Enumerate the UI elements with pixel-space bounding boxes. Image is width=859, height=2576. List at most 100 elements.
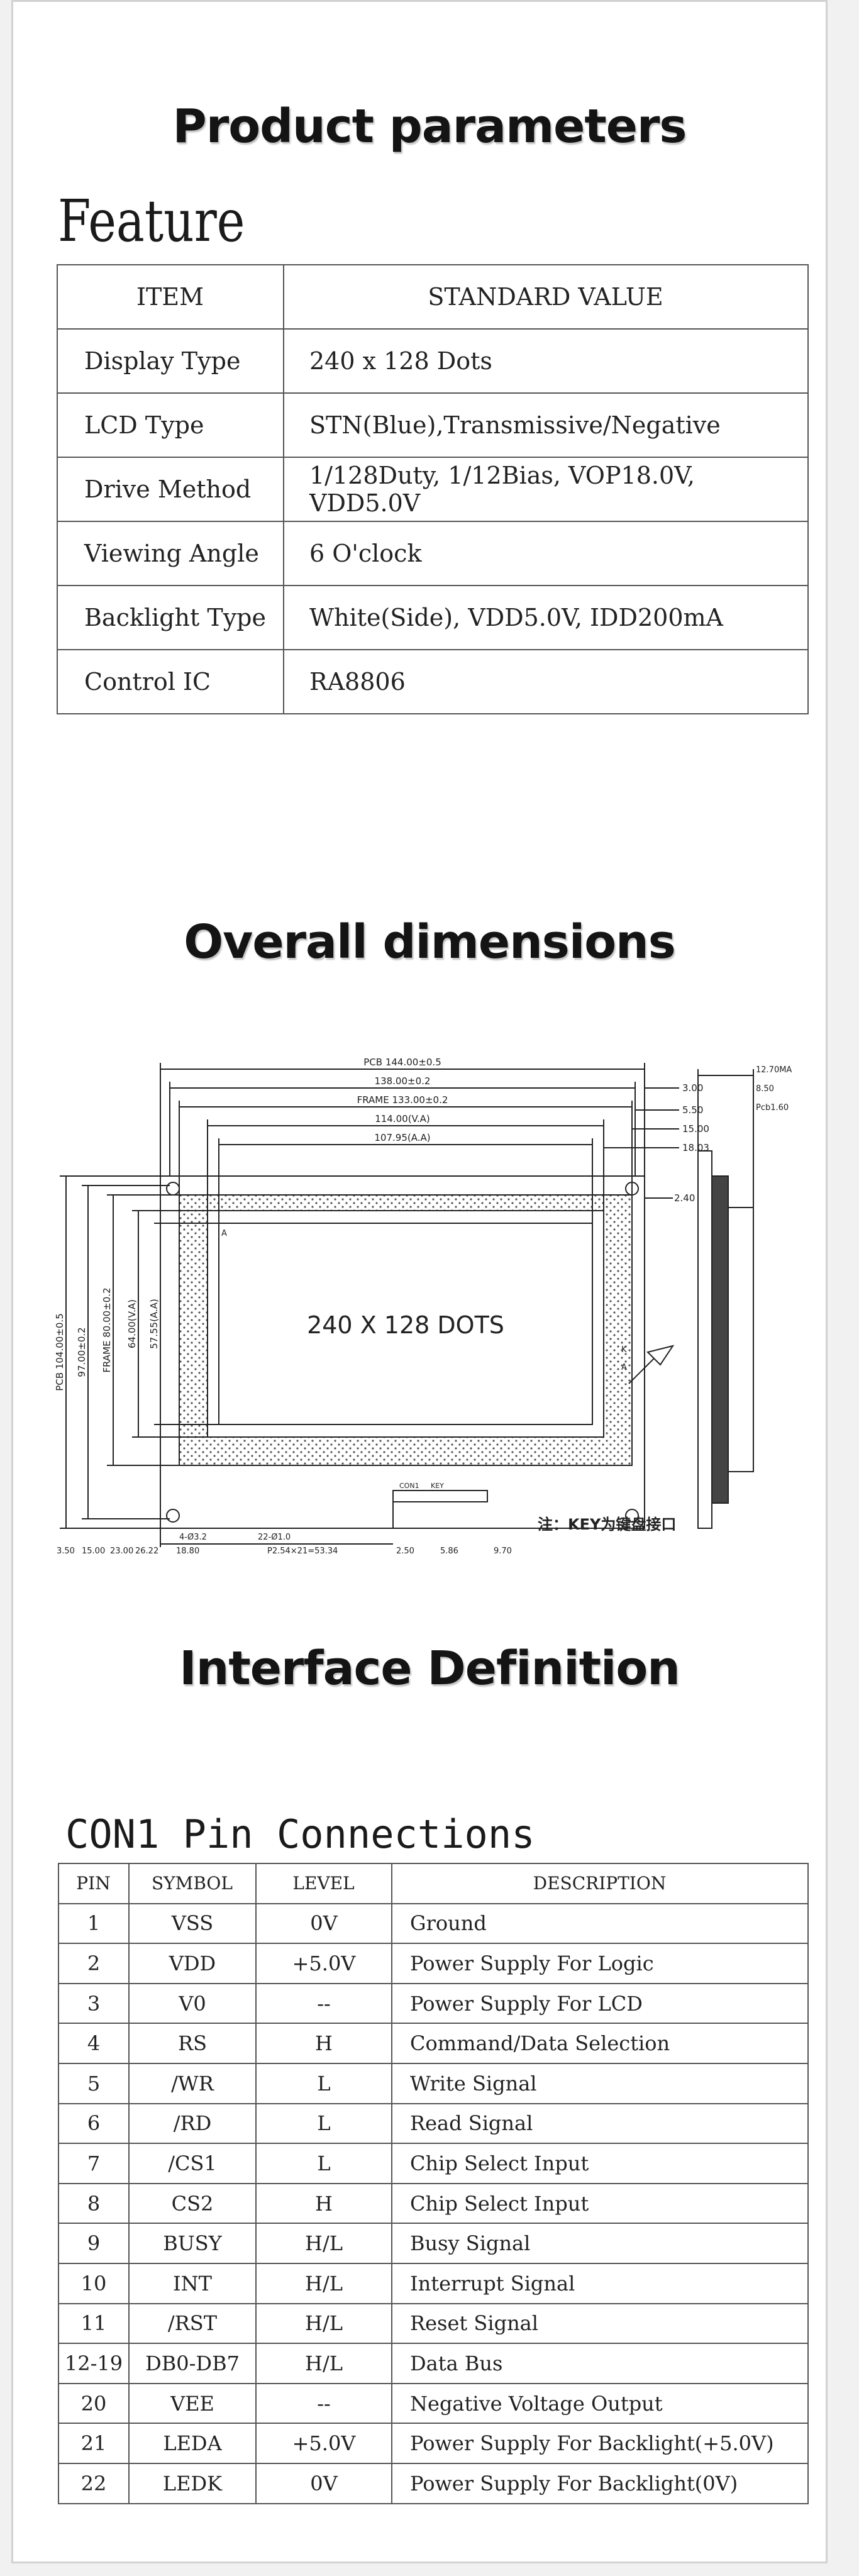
feature-value: 6 O'clock xyxy=(283,521,809,586)
pin-symbol: /WR xyxy=(128,2062,257,2104)
dim-5-86: 5.86 xyxy=(440,1546,458,1553)
pin-description: Busy Signal xyxy=(391,2223,809,2264)
pin-level: 0V xyxy=(255,2462,392,2504)
dim-26-22: 26.22 xyxy=(135,1546,158,1553)
dim-3-5: 3.50 xyxy=(57,1546,75,1553)
pin-number: 3 xyxy=(58,1982,130,2024)
side-max: 12.70MAX xyxy=(756,1065,792,1075)
pin-level: -- xyxy=(255,1982,392,2024)
feature-item: Viewing Angle xyxy=(57,521,284,586)
side-pcb: Pcb1.60 xyxy=(756,1103,789,1113)
pin-description: Write Signal xyxy=(391,2062,809,2104)
pin-description: Power Supply For Backlight(0V) xyxy=(391,2462,809,2504)
dim-9-7: 9.70 xyxy=(494,1546,512,1553)
feature-row: Display Type 240 x 128 Dots xyxy=(57,328,809,394)
pin-number: 2 xyxy=(58,1943,130,1984)
pin-symbol: RS xyxy=(128,2023,257,2064)
pin-description: Power Supply For Backlight(+5.0V) xyxy=(391,2423,809,2464)
pin-number: 6 xyxy=(58,2102,130,2145)
side-view-pcb xyxy=(697,1150,712,1529)
feature-value: 240 x 128 Dots xyxy=(283,328,809,394)
feature-header-item: ITEM xyxy=(57,264,284,330)
pin-symbol: VSS xyxy=(128,1902,257,1945)
pin-description: Data Bus xyxy=(391,2343,809,2384)
pin-level: +5.0V xyxy=(255,2423,392,2464)
pin-level: 0V xyxy=(255,1902,392,1945)
pin-description: Chip Select Input xyxy=(391,2143,809,2184)
interface-definition-title: Interface Definition xyxy=(179,1641,680,1696)
con1-heading: CON1 Pin Connections xyxy=(65,1811,535,1857)
pin-symbol: CS2 xyxy=(128,2182,257,2224)
pin-header-row: PIN SYMBOL LEVEL DESCRIPTION xyxy=(58,1863,809,1904)
dim-2-5: 2.50 xyxy=(396,1546,414,1553)
mount-hole xyxy=(166,1509,180,1523)
symbol-header: SYMBOL xyxy=(128,1863,257,1904)
pin-level: L xyxy=(255,2102,392,2145)
feature-table: ITEM STANDARD VALUE Display Type 240 x 1… xyxy=(57,264,809,714)
side-view-frame xyxy=(728,1207,754,1472)
level-header: LEVEL xyxy=(255,1863,392,1904)
pin-number: 9 xyxy=(58,2223,130,2264)
pin-level: H xyxy=(255,2023,392,2064)
dim-va-width: 114.00(V.A) xyxy=(375,1113,430,1124)
dim-pcb-height: PCB 104.00±0.5 xyxy=(54,1313,65,1391)
pin-description: Reset Signal xyxy=(391,2302,809,2345)
pin-number: 4 xyxy=(58,2023,130,2064)
key-note: 注：KEY为键盘接口 xyxy=(538,1516,676,1533)
pin-description: Interrupt Signal xyxy=(391,2262,809,2304)
pin-level: H/L xyxy=(255,2262,392,2304)
pin-number: 1 xyxy=(58,1902,130,1945)
pin-symbol: VEE xyxy=(128,2382,257,2424)
dim-15: 15.00 xyxy=(682,1123,709,1135)
pin-number: 7 xyxy=(58,2143,130,2184)
pin-number: 10 xyxy=(58,2262,130,2304)
dim-3: 3.00 xyxy=(682,1082,703,1094)
pin-level: H xyxy=(255,2182,392,2224)
pin-number: 20 xyxy=(58,2382,130,2424)
pin-description: Negative Voltage Output xyxy=(391,2382,809,2424)
pin-level: -- xyxy=(255,2382,392,2424)
pin-symbol: VDD xyxy=(128,1943,257,1984)
pin-symbol: LEDA xyxy=(128,2423,257,2464)
dim-frame-height: FRAME 80.00±0.2 xyxy=(101,1287,113,1372)
feature-item: Control IC xyxy=(57,649,284,714)
mount-hole xyxy=(166,1182,180,1196)
pin-symbol: DB0-DB7 xyxy=(128,2343,257,2384)
product-parameters-title: Product parameters xyxy=(172,99,687,153)
feature-value: STN(Blue),Transmissive/Negative xyxy=(283,392,809,458)
feature-row: Viewing Angle 6 O'clock xyxy=(57,521,809,586)
pin-description: Command/Data Selection xyxy=(391,2023,809,2064)
dim-pcb-width: PCB 144.00±0.5 xyxy=(363,1057,441,1068)
dim-aa-width: 107.95(A.A) xyxy=(374,1132,430,1143)
side-8-5: 8.50 xyxy=(756,1084,774,1094)
pin-level: H/L xyxy=(255,2302,392,2345)
pin-symbol: /RST xyxy=(128,2302,257,2345)
mark-a: A xyxy=(221,1229,227,1238)
feature-row: LCD Type STN(Blue),Transmissive/Negative xyxy=(57,392,809,458)
dim-va-height: 64.00(V.A) xyxy=(126,1299,138,1348)
feature-header-value: STANDARD VALUE xyxy=(283,264,809,330)
feature-item: Drive Method xyxy=(57,457,284,522)
dim-138: 138.00±0.2 xyxy=(375,1075,431,1087)
feature-item: Display Type xyxy=(57,328,284,394)
mount-hole xyxy=(625,1509,639,1523)
pin-symbol: BUSY xyxy=(128,2223,257,2264)
dimension-drawing: PCB 144.00±0.5 138.00±0.2 FRAME 133.00±0… xyxy=(54,1057,792,1553)
description-header: DESCRIPTION xyxy=(391,1863,809,1904)
pin-symbol: /RD xyxy=(128,2102,257,2145)
pin-level: +5.0V xyxy=(255,1943,392,1984)
side-view-module xyxy=(711,1175,729,1504)
